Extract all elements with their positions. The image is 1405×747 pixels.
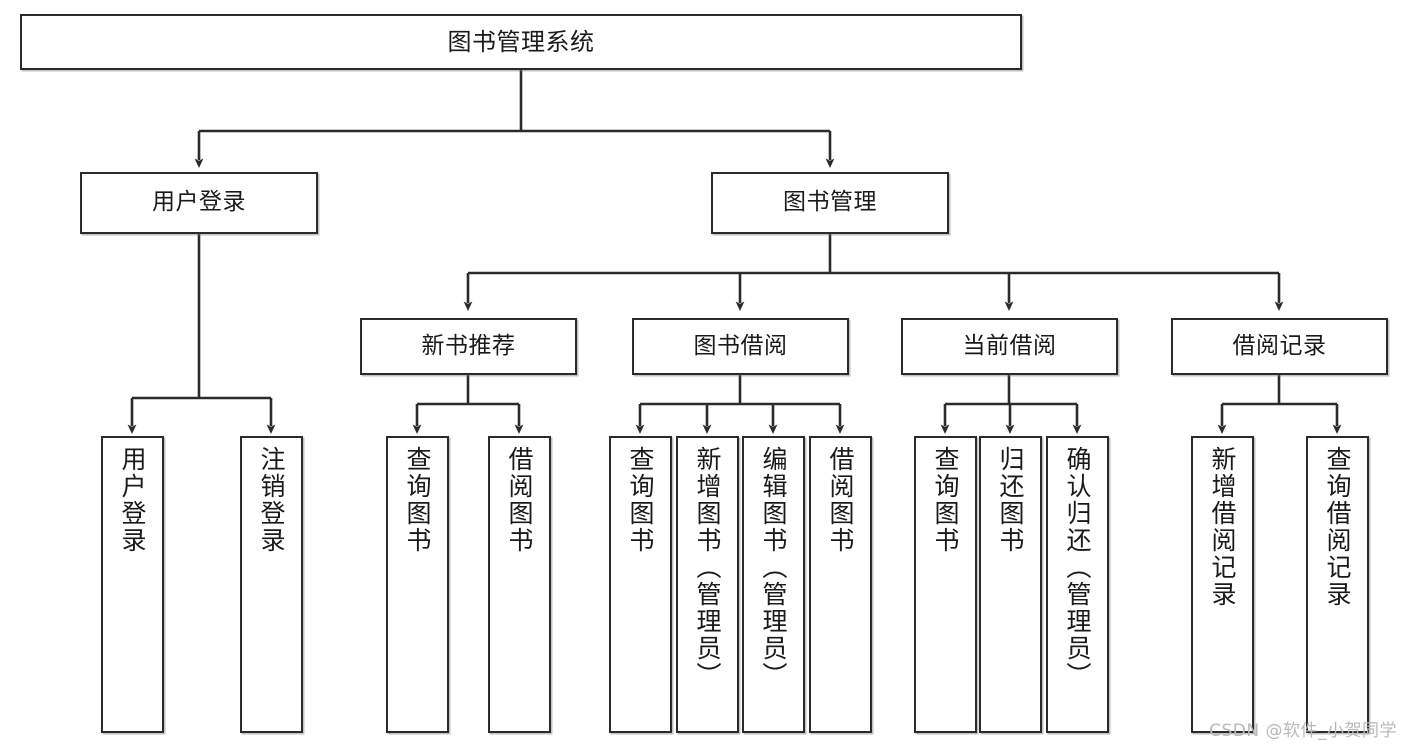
leaf-return-book[interactable]: 归还图书	[979, 436, 1042, 733]
node-label: 图书借阅	[693, 332, 788, 359]
node-borrow-record[interactable]: 借阅记录	[1171, 318, 1388, 375]
leaf-add-book-admin[interactable]: 新增图书（管理员）	[676, 436, 739, 733]
node-label: 确认归还（管理员）	[1063, 446, 1092, 689]
leaf-query-book-current[interactable]: 查询图书	[914, 436, 977, 733]
node-label: 图书管理系统	[447, 27, 595, 56]
node-label: 新书推荐	[421, 332, 516, 359]
node-label: 归还图书	[996, 446, 1025, 554]
node-label: 借阅图书	[505, 446, 534, 554]
node-label: 注销登录	[257, 446, 286, 554]
node-current-borrow[interactable]: 当前借阅	[901, 318, 1118, 375]
node-label: 图书管理	[783, 189, 877, 216]
node-label: 编辑图书（管理员）	[759, 446, 788, 689]
leaf-add-borrow-record[interactable]: 新增借阅记录	[1191, 436, 1254, 733]
node-root-system[interactable]: 图书管理系统	[20, 14, 1022, 70]
leaf-logout[interactable]: 注销登录	[240, 436, 303, 733]
node-label: 查询借阅记录	[1323, 446, 1352, 608]
node-new-book-recommend[interactable]: 新书推荐	[360, 318, 577, 375]
leaf-query-book-recommend[interactable]: 查询图书	[386, 436, 449, 733]
node-label: 借阅记录	[1232, 332, 1327, 359]
node-label: 借阅图书	[826, 446, 855, 554]
node-label: 查询图书	[403, 446, 432, 554]
leaf-edit-book-admin[interactable]: 编辑图书（管理员）	[742, 436, 805, 733]
leaf-query-borrow-record[interactable]: 查询借阅记录	[1306, 436, 1369, 733]
node-label: 用户登录	[152, 189, 246, 216]
leaf-borrow-book-recommend[interactable]: 借阅图书	[488, 436, 551, 733]
node-book-borrow[interactable]: 图书借阅	[632, 318, 849, 375]
node-label: 新增借阅记录	[1208, 446, 1237, 608]
node-book-management[interactable]: 图书管理	[711, 172, 949, 234]
leaf-confirm-return-admin[interactable]: 确认归还（管理员）	[1046, 436, 1109, 733]
node-label: 用户登录	[118, 446, 147, 554]
node-label: 当前借阅	[962, 332, 1057, 359]
leaf-query-book-borrow[interactable]: 查询图书	[609, 436, 672, 733]
csdn-watermark: CSDN @软件_小贺同学	[1209, 721, 1397, 741]
node-user-login[interactable]: 用户登录	[80, 172, 318, 234]
node-label: 查询图书	[931, 446, 960, 554]
leaf-borrow-book[interactable]: 借阅图书	[809, 436, 872, 733]
node-label: 查询图书	[626, 446, 655, 554]
node-label: 新增图书（管理员）	[693, 446, 722, 689]
leaf-user-login[interactable]: 用户登录	[101, 436, 164, 733]
